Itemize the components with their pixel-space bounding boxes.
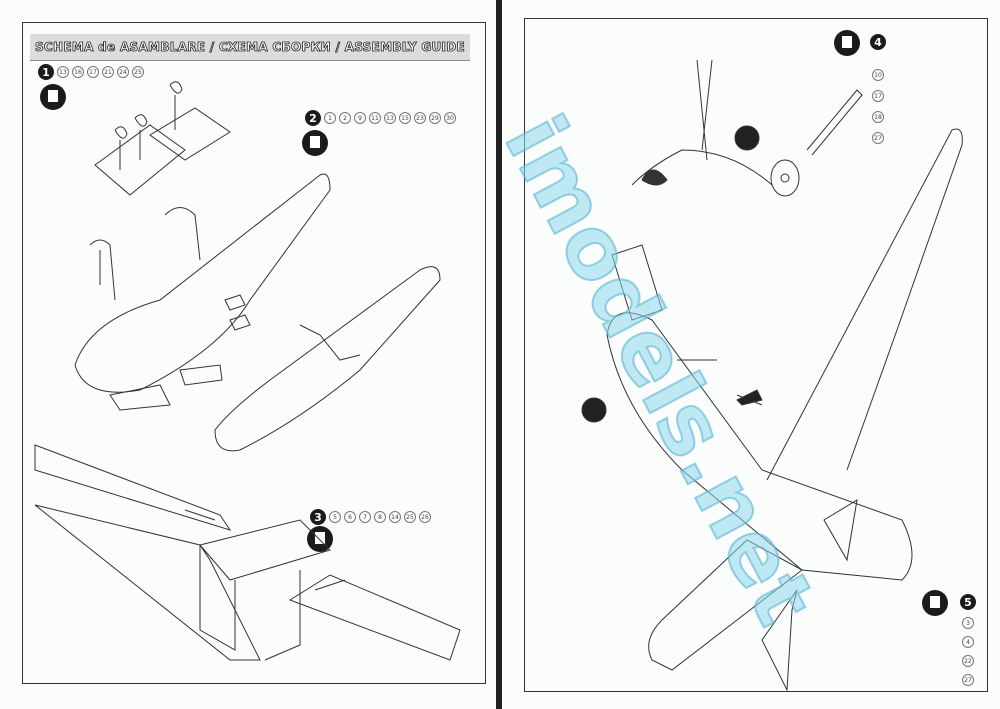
part-number: 27 [872,132,884,144]
page-frame [524,18,988,692]
fuselage-drawing [74,173,441,452]
left-page: SCHEMA de ASAMBLARE / СХЕМА СБОРКИ / ASS… [0,0,498,709]
part-number: 30 [444,112,456,124]
glue-icon [307,526,333,552]
wing-drawing [34,444,461,661]
part-number: 18 [872,111,884,123]
part-number: 8 [374,511,386,523]
part-number: 23 [414,112,426,124]
part-number: 15 [399,112,411,124]
step-number: 5 [960,594,976,610]
part-number: 27 [962,674,974,686]
part-number: 29 [429,112,441,124]
step-number: 3 [310,509,326,525]
part-number: 21 [102,66,114,78]
step-number: 4 [870,34,886,50]
right-page: 4 10 17 18 27 5 3 4 22 27 [502,0,1000,709]
part-number: 5 [329,511,341,523]
step-diagrams-left [34,81,461,661]
step-number: 1 [38,64,54,80]
step-1-header: 1 13 16 17 21 24 25 [38,64,144,80]
part-number: 9 [354,112,366,124]
part-number: 17 [872,90,884,102]
part-number: 3 [962,617,974,629]
aircraft-drawing [581,128,963,692]
step-4-header: 4 10 17 18 27 [870,34,886,144]
part-number: 4 [962,636,974,648]
glue-icon [40,84,66,110]
part-number: 6 [344,511,356,523]
part-number: 25 [404,511,416,523]
page-frame [22,22,486,684]
step-number: 2 [305,110,321,126]
part-number: 13 [57,66,69,78]
step-2-header: 2 1 2 9 11 13 15 23 29 30 [305,110,456,126]
glue-icon [922,590,948,616]
step-5-header: 5 3 4 22 27 [960,594,976,686]
part-number: 7 [359,511,371,523]
glue-icon [302,130,328,156]
part-number: 13 [384,112,396,124]
part-number: 17 [87,66,99,78]
part-number: 22 [962,655,974,667]
part-number: 24 [117,66,129,78]
part-number: 26 [419,511,431,523]
part-number: 2 [339,112,351,124]
part-number: 11 [369,112,381,124]
glue-icon [834,30,860,56]
part-number: 16 [72,66,84,78]
part-number: 14 [389,511,401,523]
part-number: 1 [324,112,336,124]
part-number: 25 [132,66,144,78]
part-number: 10 [872,69,884,81]
propeller-wheel-drawing [631,59,863,197]
step-diagrams-right [581,59,963,692]
cockpit-parts-drawing [94,81,231,196]
title-bar: SCHEMA de ASAMBLARE / СХЕМА СБОРКИ / ASS… [30,34,470,61]
page-gutter [496,0,504,709]
step-3-header: 3 5 6 7 8 14 25 26 [310,509,431,525]
page-title: SCHEMA de ASAMBLARE / СХЕМА СБОРКИ / ASS… [34,40,466,55]
